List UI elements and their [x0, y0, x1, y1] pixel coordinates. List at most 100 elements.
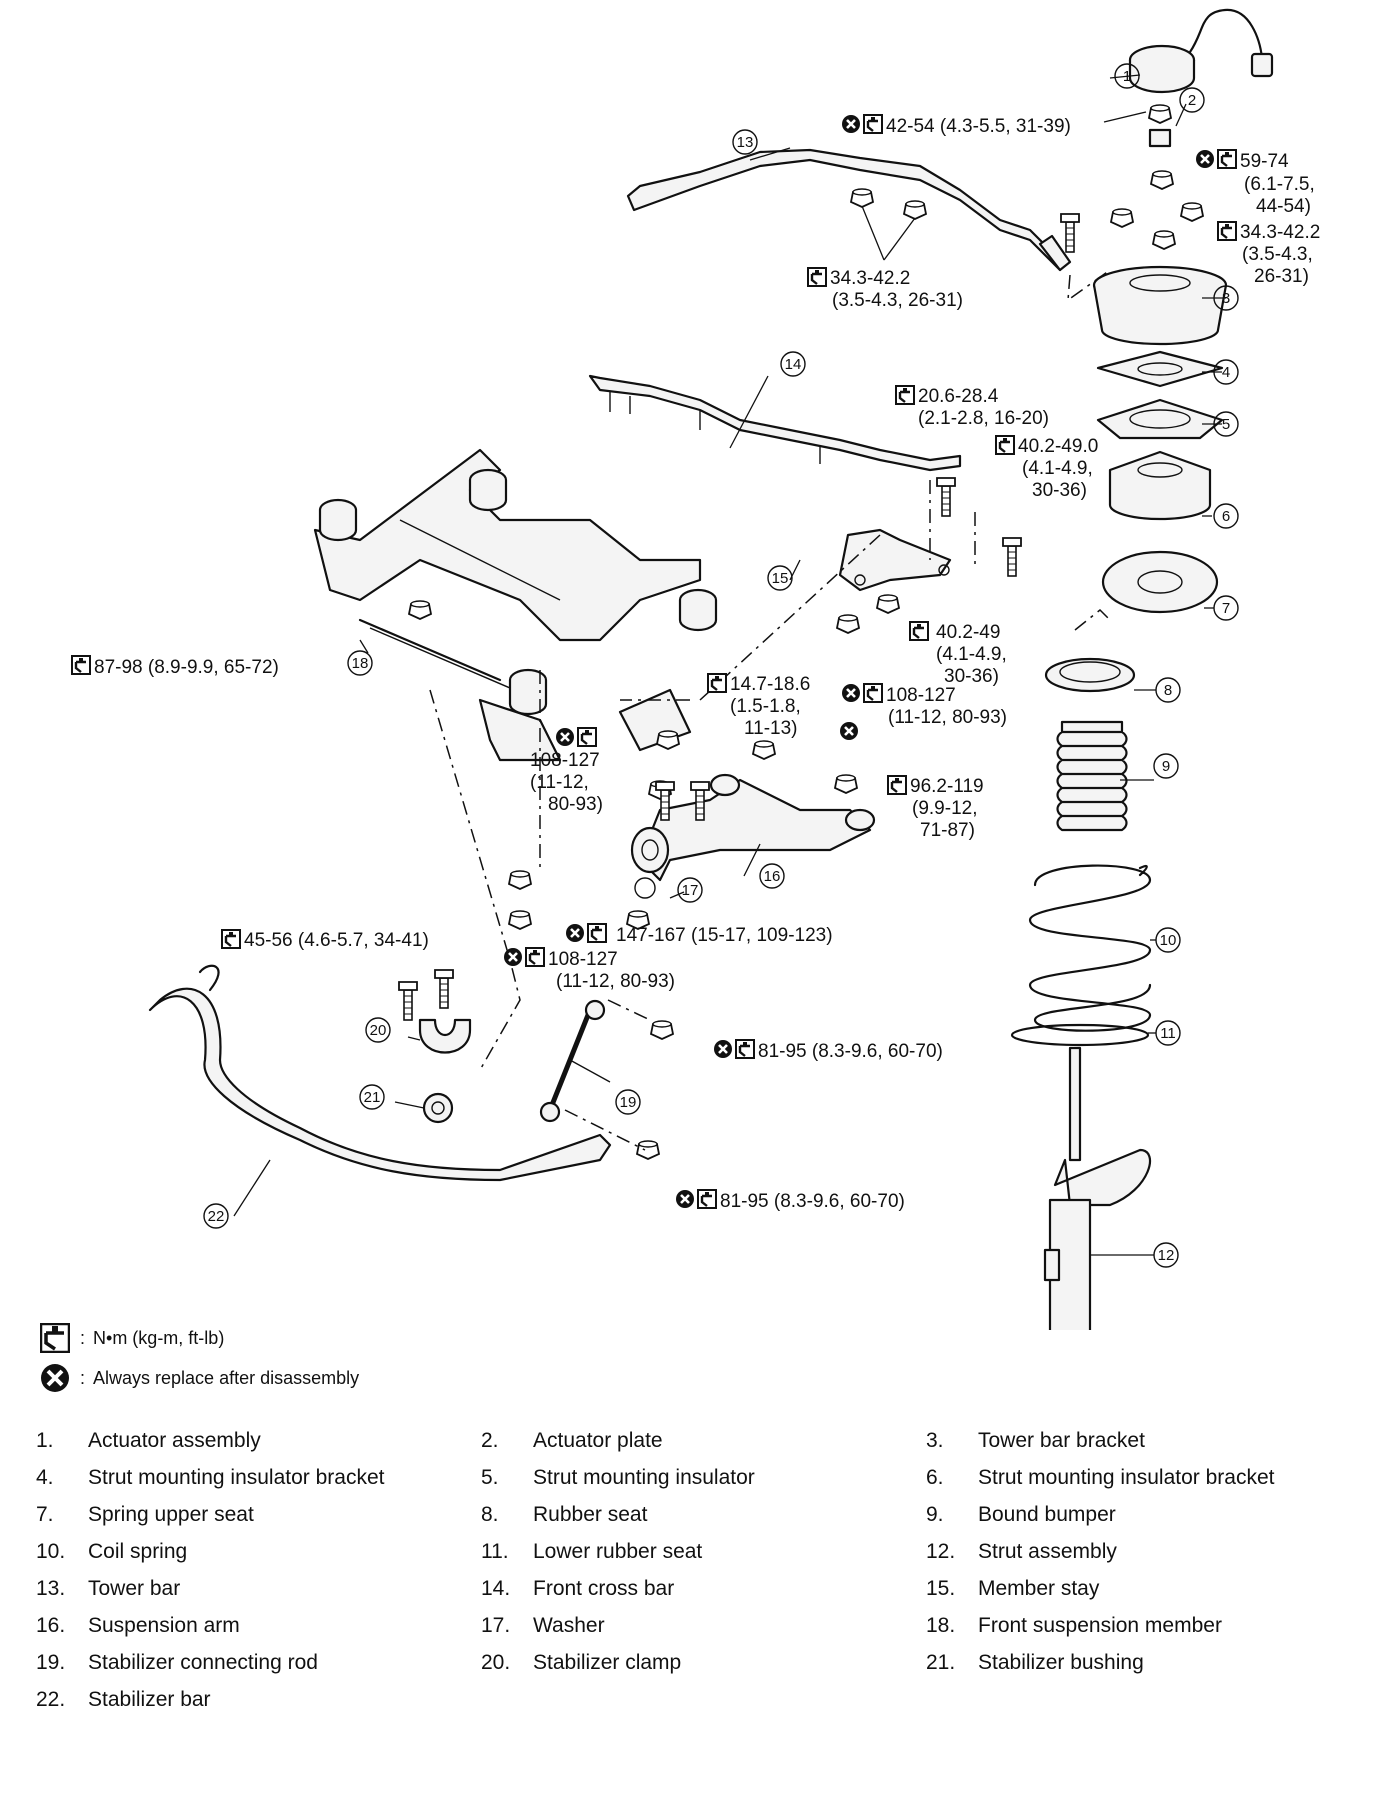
parts-list-item: 7.Spring upper seat: [36, 1496, 481, 1533]
callout-3: 3: [1213, 285, 1239, 311]
torque-wrench-icon: [524, 946, 546, 968]
strut-mounting-insulator: [1096, 398, 1224, 440]
part-name: Front suspension member: [978, 1613, 1222, 1637]
part-name: Stabilizer connecting rod: [88, 1650, 318, 1674]
parts-list-item: 3. Tower bar bracket: [926, 1422, 1356, 1459]
svg-text:34.3-42.2: 34.3-42.2: [830, 268, 910, 289]
part-name: Spring upper seat: [88, 1502, 254, 1526]
svg-text:45-56 (4.6-5.7, 34-41): 45-56 (4.6-5.7, 34-41): [244, 930, 429, 951]
replace-x-icon: [502, 946, 524, 968]
part-number: 10.: [36, 1539, 66, 1563]
coil-spring: [1028, 864, 1152, 1032]
parts-list-item: 16.Suspension arm: [36, 1607, 481, 1644]
parts-list-item: 11.Lower rubber seat: [481, 1533, 926, 1570]
part-name: Strut assembly: [978, 1539, 1117, 1563]
svg-text:(3.5-4.3,: (3.5-4.3,: [1242, 244, 1313, 265]
svg-text:14: 14: [785, 356, 802, 373]
lower-rubber-seat: [1010, 1023, 1150, 1047]
front-member-panel: [618, 688, 692, 752]
svg-text:20: 20: [370, 1022, 387, 1039]
torque-wrench-icon: [894, 384, 916, 406]
torque-spec-16: 81-95 (8.3-9.6, 60-70): [712, 1038, 943, 1062]
part-number: 2.: [481, 1428, 499, 1452]
strut-mounting-insulator-bracket-lower: [1108, 450, 1212, 521]
replace-x-icon: [838, 720, 860, 742]
torque-wrench-icon: [1216, 148, 1238, 170]
svg-text:6: 6: [1222, 508, 1230, 525]
legend-torque-row: : N•m (kg-m, ft-lb): [40, 1318, 740, 1358]
svg-text:108-127: 108-127: [548, 949, 618, 970]
part-name: Tower bar bracket: [978, 1428, 1145, 1452]
parts-list-item: 19.Stabilizer connecting rod: [36, 1644, 481, 1681]
replace-x-icon: [564, 922, 586, 944]
torque-spec-5: 20.6-28.4 (2.1-2.8, 16-20): [894, 384, 1049, 429]
svg-text:81-95 (8.3-9.6, 60-70): 81-95 (8.3-9.6, 60-70): [758, 1041, 943, 1062]
torque-wrench-icon: [862, 113, 884, 135]
parts-list-item: 21.Stabilizer bushing: [926, 1644, 1356, 1681]
part-number: 22.: [36, 1687, 66, 1711]
torque-spec-3: 34.3-42.2 (3.5-4.3, 26-31): [1216, 220, 1320, 287]
parts-list-item: 2.Actuator plate: [481, 1422, 926, 1459]
parts-list-item: 17.Washer: [481, 1607, 926, 1644]
svg-text:147-167 (15-17, 109-123): 147-167 (15-17, 109-123): [616, 925, 833, 946]
callout-19: 19: [615, 1089, 641, 1115]
part-name: Front cross bar: [533, 1576, 675, 1600]
torque-wrench-icon: [806, 266, 828, 288]
svg-text:11-13): 11-13): [744, 718, 798, 739]
part-number: 21.: [926, 1650, 956, 1674]
svg-text:5: 5: [1222, 416, 1230, 433]
part-number: 17.: [481, 1613, 511, 1637]
replace-x-icon: [41, 1364, 69, 1392]
replace-x-icon: [554, 726, 576, 748]
svg-text:15: 15: [772, 570, 789, 587]
svg-text:9: 9: [1162, 758, 1170, 775]
torque-wrench-icon: [734, 1038, 756, 1060]
svg-text:96.2-119: 96.2-119: [910, 776, 984, 797]
svg-text:1: 1: [1123, 68, 1131, 85]
svg-text:30-36): 30-36): [944, 666, 999, 687]
part-number: 1.: [36, 1428, 54, 1452]
parts-list-item: 22.Stabilizer bar: [36, 1681, 481, 1718]
part-name: Lower rubber seat: [533, 1539, 703, 1563]
callout-1: 1: [1114, 63, 1140, 89]
svg-text:2: 2: [1188, 92, 1196, 109]
svg-text:10: 10: [1160, 932, 1177, 949]
tower-bar: [626, 148, 1072, 272]
callout-4: 4: [1213, 359, 1239, 385]
svg-text:26-31): 26-31): [1254, 266, 1309, 287]
callout-14: 14: [780, 351, 806, 377]
actuator-assembly: [1128, 8, 1274, 94]
strut-mounting-insulator-bracket-upper: [1096, 350, 1224, 388]
part-name: Strut mounting insulator: [533, 1465, 755, 1489]
spring-upper-seat: [1101, 550, 1219, 614]
stabilizer-bushing: [422, 1092, 454, 1124]
svg-text:87-98 (8.9-9.9, 65-72): 87-98 (8.9-9.9, 65-72): [94, 657, 279, 678]
member-stay: [838, 528, 952, 592]
callout-12: 12: [1153, 1242, 1179, 1268]
svg-text:(3.5-4.3, 26-31): (3.5-4.3, 26-31): [832, 290, 963, 311]
part-number: 3.: [926, 1428, 944, 1452]
part-name: Suspension arm: [88, 1613, 240, 1637]
strut-assembly: [1043, 1046, 1152, 1330]
callout-13: 13: [732, 129, 758, 155]
part-name: Strut mounting insulator bracket: [88, 1465, 385, 1489]
part-name: Tower bar: [88, 1576, 181, 1600]
callout-5: 5: [1213, 411, 1239, 437]
stabilizer-clamp: [418, 1018, 472, 1054]
torque-spec-14: 45-56 (4.6-5.7, 34-41): [220, 928, 429, 951]
actuator-plate: [1148, 104, 1174, 190]
callout-7: 7: [1213, 595, 1239, 621]
legend-replace-note: Always replace after disassembly: [93, 1367, 360, 1388]
torque-wrench-icon: [220, 928, 242, 950]
svg-text:108-127: 108-127: [886, 685, 956, 706]
part-name: Coil spring: [88, 1539, 188, 1563]
svg-text:81-95 (8.3-9.6, 60-70): 81-95 (8.3-9.6, 60-70): [720, 1191, 905, 1212]
svg-text:(11-12,: (11-12,: [530, 772, 589, 793]
torque-spec-10: 108-127 (11-12, 80-93): [840, 682, 1007, 728]
svg-text:40.2-49.0: 40.2-49.0: [1018, 436, 1098, 457]
svg-text:30-36): 30-36): [1032, 480, 1087, 501]
callout-2: 2: [1179, 87, 1205, 113]
part-number: 5.: [481, 1465, 499, 1489]
svg-text:(1.5-1.8,: (1.5-1.8,: [730, 696, 801, 717]
callout-11: 11: [1155, 1020, 1181, 1046]
